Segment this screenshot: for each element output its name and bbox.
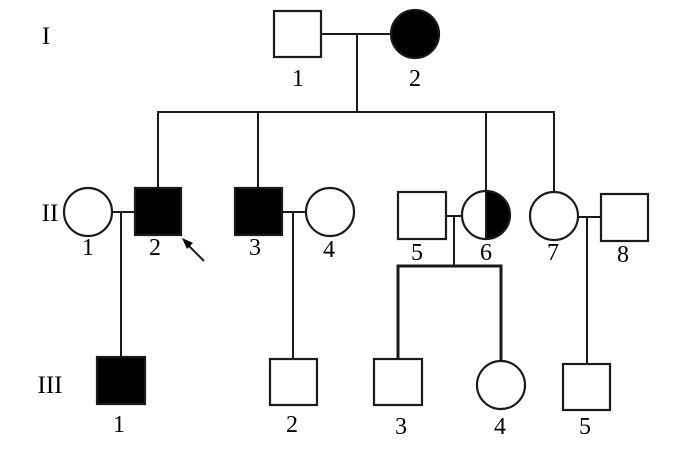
label-III-3: 3 <box>395 414 407 440</box>
individual-II-3 <box>233 186 284 237</box>
generation-label-III: III <box>38 372 63 399</box>
label-III-2: 2 <box>286 412 298 438</box>
label-II-6: 6 <box>480 240 492 266</box>
individual-I-2 <box>389 8 441 60</box>
generation-label-I: I <box>42 23 50 50</box>
individual-I-1 <box>272 9 323 59</box>
generation-label-II: II <box>42 200 59 227</box>
individual-III-2 <box>268 357 319 407</box>
sibship-line-III3-III4 <box>396 264 503 362</box>
individual-II-4 <box>304 186 356 238</box>
individual-II-1 <box>62 186 114 238</box>
label-III-5: 5 <box>579 414 591 440</box>
label-II-4: 4 <box>323 237 335 263</box>
individual-II-5 <box>396 190 448 241</box>
individual-III-5 <box>561 362 612 412</box>
label-II-1: 1 <box>82 235 94 261</box>
label-III-1: 1 <box>113 412 125 438</box>
individual-II-2 <box>133 186 183 237</box>
individual-II-7 <box>528 190 580 242</box>
label-II-5: 5 <box>411 240 423 266</box>
individual-III-3 <box>372 357 424 407</box>
individual-III-4 <box>475 359 527 411</box>
individual-II-6 <box>460 189 512 241</box>
label-II-3: 3 <box>249 235 261 261</box>
label-I-1: 1 <box>292 66 304 92</box>
label-II-2: 2 <box>149 235 161 261</box>
label-II-8: 8 <box>617 242 629 268</box>
label-III-4: 4 <box>494 414 506 440</box>
individual-III-1 <box>95 355 147 406</box>
label-II-7: 7 <box>547 240 559 266</box>
individual-II-8 <box>599 192 650 243</box>
label-I-2: 2 <box>409 66 421 92</box>
proband-arrow-icon <box>182 238 205 262</box>
